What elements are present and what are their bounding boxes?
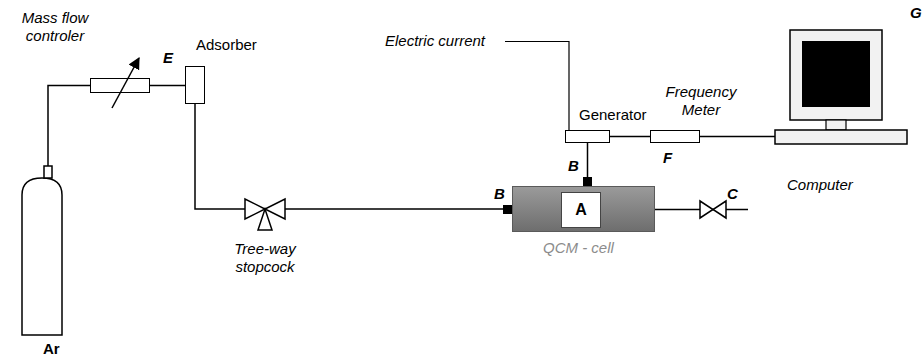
gas-cylinder bbox=[22, 86, 90, 336]
part-name: QCM - cell bbox=[543, 239, 614, 257]
part-name: Generator bbox=[579, 106, 647, 124]
tube-connector bbox=[700, 136, 775, 138]
tube-connector bbox=[150, 85, 185, 87]
tube-connector bbox=[610, 136, 650, 138]
valve-triangle bbox=[713, 201, 726, 218]
part-letter: G bbox=[910, 4, 922, 22]
generator-box: Generator bbox=[565, 130, 610, 143]
tube-connector bbox=[195, 104, 512, 209]
part-name: Tree-way stopcock bbox=[222, 240, 308, 276]
connector-block bbox=[503, 205, 512, 214]
part-name: Frequency Meter bbox=[656, 83, 746, 119]
part-name: Adsorber bbox=[196, 36, 257, 54]
connector-block bbox=[583, 177, 592, 186]
adjust-arrow bbox=[112, 58, 139, 108]
part-letter: A bbox=[575, 201, 587, 219]
monitor-stand bbox=[826, 120, 846, 130]
valve-triangle bbox=[700, 201, 713, 218]
computer-base bbox=[775, 130, 907, 144]
flow-controller-box: Mass flow controlerE bbox=[90, 78, 150, 93]
part-letter: B bbox=[568, 157, 579, 175]
three-way-stopcock bbox=[245, 199, 285, 230]
valve-triangle bbox=[258, 209, 272, 230]
part-letter: B bbox=[494, 185, 505, 203]
monitor bbox=[790, 30, 882, 120]
computer-node: ComputerG bbox=[775, 28, 907, 146]
qcm-cell: QCM - cellA bbox=[512, 186, 655, 232]
gas-line bbox=[48, 86, 90, 167]
cylinder-valve bbox=[44, 166, 52, 178]
part-letter: E bbox=[163, 49, 173, 67]
part-name: Mass flow controler bbox=[7, 9, 103, 45]
cylinder-body bbox=[22, 178, 62, 335]
computer-icon bbox=[775, 30, 907, 144]
part-name: Computer bbox=[787, 176, 853, 194]
signal-name: Electric current bbox=[385, 32, 485, 50]
gas-name: Ar bbox=[43, 340, 60, 358]
outlet-valve bbox=[655, 201, 748, 218]
frequency-meter-box: Frequency MeterF bbox=[650, 130, 700, 143]
part-letter: C bbox=[727, 185, 738, 203]
leader-line bbox=[505, 42, 569, 131]
crystal-box: A bbox=[561, 192, 601, 228]
adsorber-box: Adsorber bbox=[185, 66, 205, 104]
part-letter: F bbox=[663, 149, 672, 167]
monitor-screen bbox=[802, 41, 870, 107]
